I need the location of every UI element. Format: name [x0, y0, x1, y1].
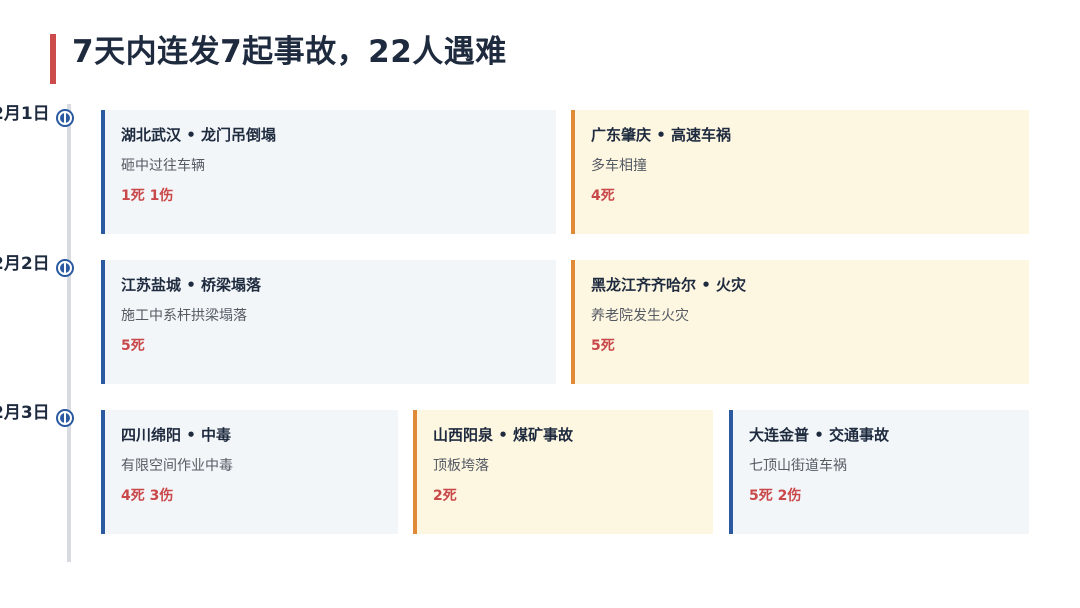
event-casualties: 5死 2伤	[749, 488, 802, 504]
page-title: 7天内连发7起事故，22人遇难	[72, 34, 507, 70]
event-description: 七顶山街道车祸	[749, 458, 847, 474]
event-card: 湖北武汉 • 龙门吊倒塌 砸中过往车辆 1死 1伤	[101, 110, 556, 234]
date-label-day-2: 2月2日	[0, 254, 50, 274]
event-title: 黑龙江齐齐哈尔 • 火灾	[591, 276, 747, 294]
date-label-day-3: 2月3日	[0, 403, 50, 423]
event-description: 施工中系杆拱梁塌落	[121, 308, 247, 324]
event-title: 广东肇庆 • 高速车祸	[591, 126, 732, 144]
event-description: 砸中过往车辆	[121, 158, 205, 174]
event-title: 江苏盐城 • 桥梁塌落	[121, 276, 262, 294]
event-card: 广东肇庆 • 高速车祸 多车相撞 4死	[571, 110, 1029, 234]
title-accent-bar	[50, 34, 56, 84]
event-title: 四川绵阳 • 中毒	[121, 426, 232, 444]
event-casualties: 5死	[591, 338, 615, 354]
timeline-dot-icon	[56, 259, 74, 277]
event-casualties: 1死 1伤	[121, 188, 174, 204]
timeline-dot-icon	[56, 109, 74, 127]
event-title: 大连金普 • 交通事故	[749, 426, 890, 444]
event-description: 顶板垮落	[433, 458, 489, 474]
event-description: 有限空间作业中毒	[121, 458, 233, 474]
event-casualties: 5死	[121, 338, 145, 354]
event-card: 江苏盐城 • 桥梁塌落 施工中系杆拱梁塌落 5死	[101, 260, 556, 384]
event-title: 湖北武汉 • 龙门吊倒塌	[121, 126, 277, 144]
event-description: 多车相撞	[591, 158, 647, 174]
event-card: 四川绵阳 • 中毒 有限空间作业中毒 4死 3伤	[101, 410, 398, 534]
event-casualties: 2死	[433, 488, 457, 504]
timeline-dot-icon	[56, 409, 74, 427]
event-title: 山西阳泉 • 煤矿事故	[433, 426, 574, 444]
event-casualties: 4死 3伤	[121, 488, 174, 504]
event-card: 大连金普 • 交通事故 七顶山街道车祸 5死 2伤	[729, 410, 1029, 534]
event-description: 养老院发生火灾	[591, 308, 689, 324]
event-casualties: 4死	[591, 188, 615, 204]
timeline-line	[67, 104, 71, 562]
date-label-day-1: 2月1日	[0, 104, 50, 124]
event-card: 黑龙江齐齐哈尔 • 火灾 养老院发生火灾 5死	[571, 260, 1029, 384]
event-card: 山西阳泉 • 煤矿事故 顶板垮落 2死	[413, 410, 713, 534]
